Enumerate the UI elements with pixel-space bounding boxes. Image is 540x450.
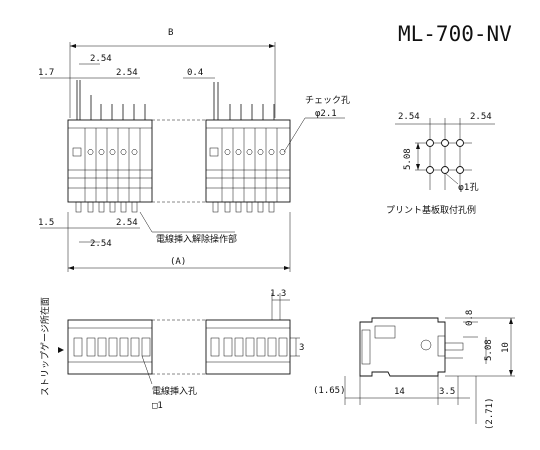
connector-body-left xyxy=(67,119,153,203)
strip-gauge-label: ストリップゲージ所在面 xyxy=(39,297,51,396)
dim-2-54-bot-b: 2.54 xyxy=(116,218,138,228)
dim-b-label: B xyxy=(168,28,173,38)
check-hole-dia: φ2.1 xyxy=(315,109,337,119)
dim-0-4: 0.4 xyxy=(187,68,203,78)
check-hole-label: チェック孔 xyxy=(305,95,350,106)
pcb-hole-label: φ1孔 xyxy=(458,182,479,193)
side-dim-5-08: 5.08 xyxy=(484,339,494,361)
side-dim-2-71: (2.71) xyxy=(485,397,495,430)
side-dim-14: 14 xyxy=(394,387,405,397)
pcb-dim-5-08: 5.08 xyxy=(403,148,413,170)
side-dim-1-65: (1.65) xyxy=(313,386,346,396)
pcb-dim-2-54-right: 2.54 xyxy=(470,112,492,122)
top-view: B 2.54 1.7 2.54 0.4 xyxy=(38,28,350,272)
check-holes-left xyxy=(72,128,141,202)
wire-hole-label: 電線挿入孔 xyxy=(152,385,197,397)
side-view: 0.8 5.08 10 (1.65) 14 3.5 (2.71) xyxy=(313,310,515,430)
bottom-pins xyxy=(75,201,275,213)
front-view: 1.3 3 xyxy=(39,289,304,411)
dim-2-54-bot-a: 2.54 xyxy=(90,239,112,249)
pcb-caption: プリント基板取付孔例 xyxy=(386,204,476,216)
dim-a-label: (A) xyxy=(170,257,186,267)
dim-1-7: 1.7 xyxy=(38,68,54,78)
release-operation-label: 電線挿入解除操作部 xyxy=(156,233,237,245)
dim-1-5: 1.5 xyxy=(38,218,54,228)
top-pins-left xyxy=(76,80,146,120)
dim-1-3: 1.3 xyxy=(270,289,286,299)
top-pins-right xyxy=(213,82,275,120)
side-dim-3-5: 3.5 xyxy=(439,387,455,397)
wire-holes-left xyxy=(73,337,151,357)
dim-3: 3 xyxy=(299,343,304,353)
pcb-dim-2-54-left: 2.54 xyxy=(398,112,420,122)
wire-holes-right xyxy=(210,337,288,357)
side-dim-10: 10 xyxy=(501,342,511,353)
dim-2-54-top-a: 2.54 xyxy=(90,54,112,64)
wire-hole-size: □1 xyxy=(152,401,163,411)
dim-2-54-top-b: 2.54 xyxy=(116,68,138,78)
check-holes-right xyxy=(209,128,286,202)
connector-body-right xyxy=(205,119,291,203)
pcb-hole-layout: 2.54 2.54 5.08 φ1孔 プリント基板取付孔例 xyxy=(386,112,495,216)
model-title: ML-700-NV xyxy=(398,22,512,46)
side-body xyxy=(359,317,446,377)
